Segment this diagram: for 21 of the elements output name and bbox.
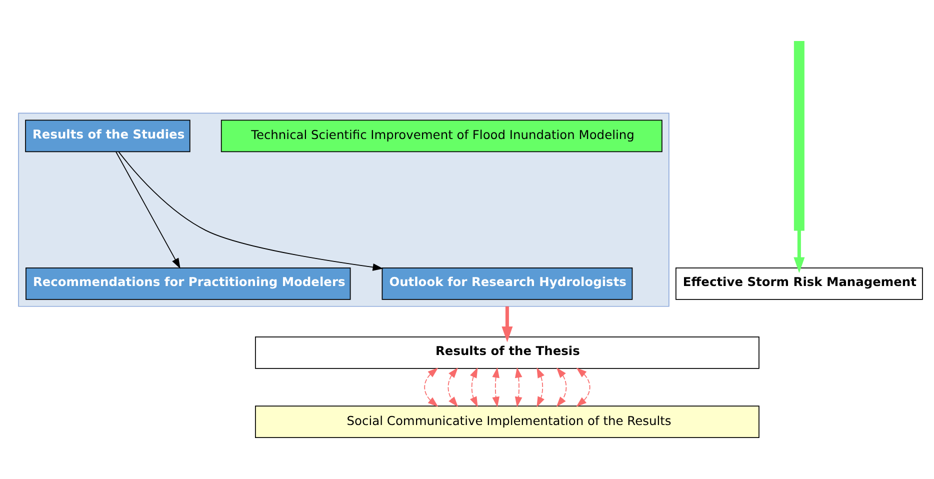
arrow <box>470 367 478 408</box>
arrow <box>448 368 458 408</box>
arrow <box>576 368 590 407</box>
arrow <box>556 368 567 408</box>
node-box: Results of the Studies <box>25 120 190 152</box>
node-box: Social Communicative Implementation of the Results <box>255 406 760 438</box>
arrow <box>492 367 500 408</box>
node-box: Outlook for Research Hydrologists <box>382 267 633 300</box>
arrow <box>794 230 805 274</box>
arrow <box>116 151 180 269</box>
cluster <box>18 112 670 307</box>
node-bar <box>794 41 804 231</box>
node-box: Results of the Thesis <box>255 336 760 369</box>
node-box: Technical Scientific Improvement of Flood Inundation Modeling <box>220 120 662 152</box>
node-box: Effective Storm Risk Management <box>676 267 923 300</box>
node-box: Recommendations for Practitioning Modelers <box>26 267 351 300</box>
arrow <box>118 152 384 271</box>
arrow <box>424 368 438 407</box>
arrow <box>514 367 522 408</box>
arrow <box>502 306 513 342</box>
arrow <box>536 367 544 408</box>
